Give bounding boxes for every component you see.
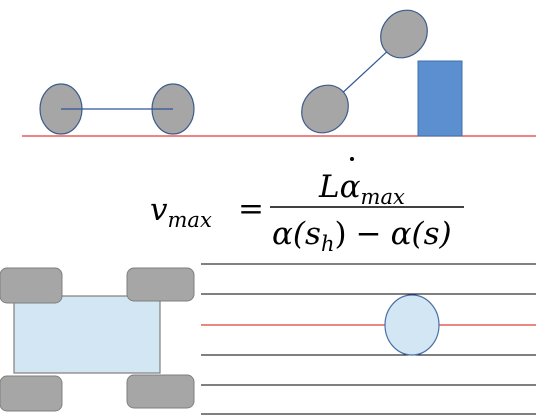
upper-wheel (380, 9, 428, 59)
lower-wheel (301, 84, 349, 134)
numerator: Lαmax (318, 169, 405, 209)
ball (384, 294, 440, 356)
climbing-vehicle (301, 9, 463, 137)
chassis-body (13, 295, 161, 374)
wheel-rear-right (126, 374, 195, 409)
denominator: α(sh)−α(s) (272, 216, 452, 256)
max-velocity-equation: vmax = Lαmax α(sh)−α(s) (150, 157, 464, 256)
equals-sign: = (238, 191, 264, 227)
alpha-dot (350, 157, 354, 161)
wheel-front-left (0, 267, 63, 304)
lane-view (201, 263, 536, 415)
lhs-symbol: vmax (150, 192, 212, 232)
chassis-top-view (0, 267, 195, 412)
obstacle-block (417, 60, 463, 137)
wheel-front-right (126, 267, 195, 302)
wheel-rear-left (0, 375, 63, 412)
